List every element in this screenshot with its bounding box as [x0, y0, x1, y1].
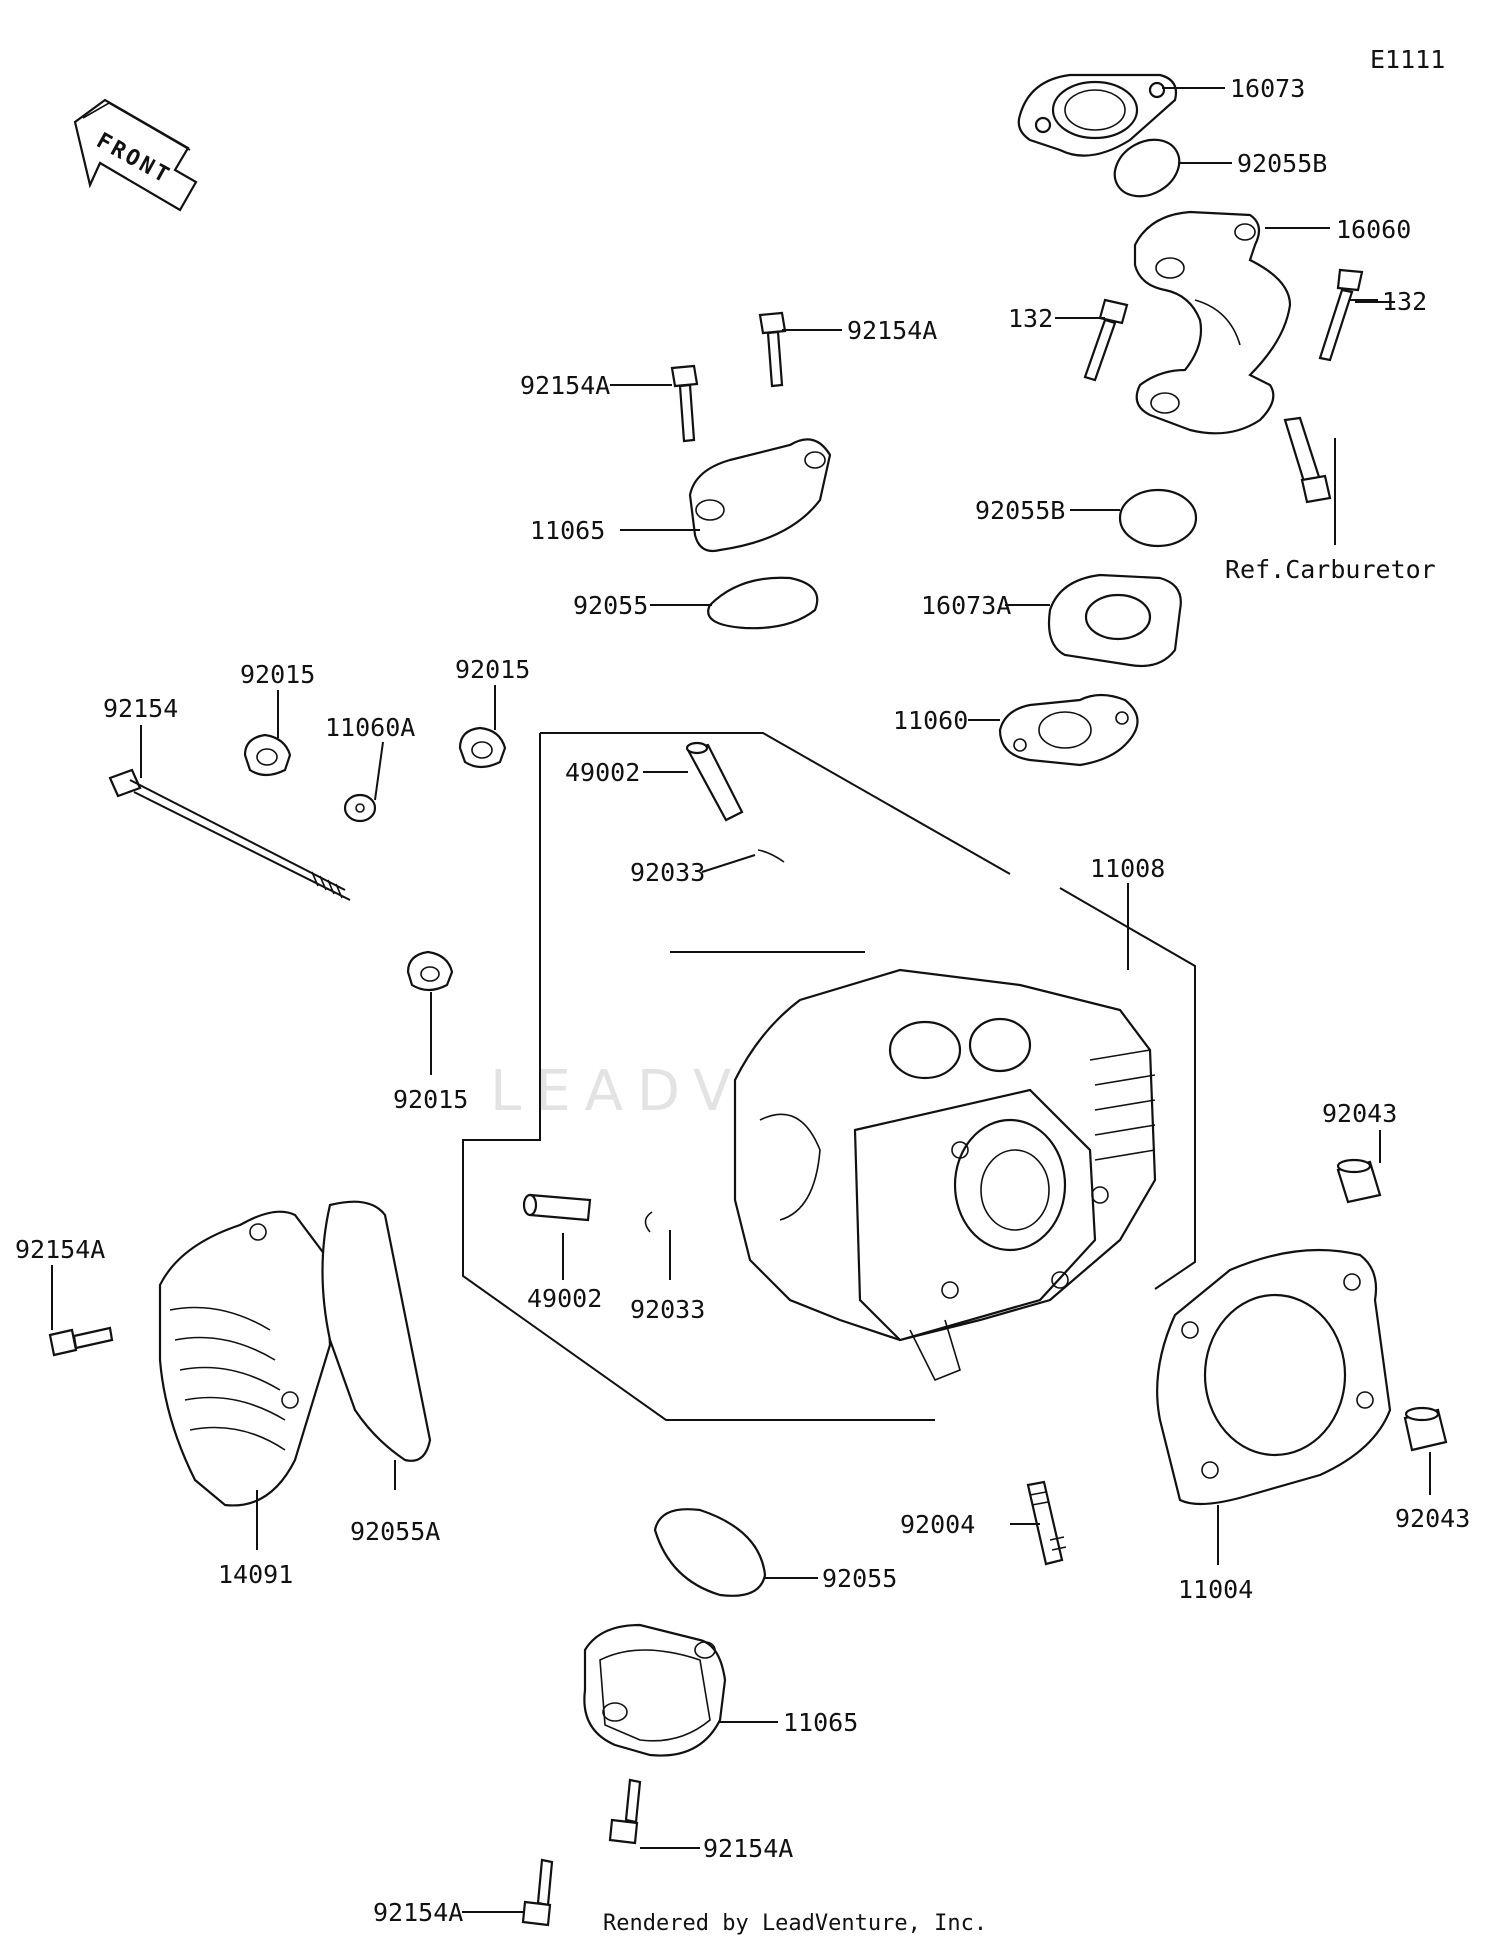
intake-pipe-16060	[1133, 210, 1292, 435]
callout-49002-bot: 49002	[527, 1284, 602, 1313]
gasket-92055A	[321, 1200, 432, 1462]
callout-16073A: 16073A	[921, 591, 1011, 620]
callout-16073: 16073	[1230, 74, 1305, 103]
callout-92015-c: 92015	[393, 1085, 468, 1114]
o-ring-92055-top	[707, 576, 819, 630]
callout-labels: 16073 92055B 16060 132 132 92154A 92154A…	[15, 74, 1470, 1927]
callout-92004: 92004	[900, 1510, 975, 1539]
callout-132-right: 132	[1382, 287, 1427, 316]
callout-92154: 92154	[103, 694, 178, 723]
bolt-92154A-top2	[758, 311, 787, 388]
bolt-92154A-bot1	[521, 1858, 554, 1927]
callout-11008: 11008	[1090, 854, 1165, 883]
cylinder-head-11008	[733, 968, 1157, 1382]
insulator-16073	[1017, 73, 1178, 157]
bolt-92154A-bot2	[608, 1778, 642, 1845]
callout-11065-top: 11065	[530, 516, 605, 545]
callout-92154A-top1: 92154A	[520, 371, 610, 400]
bolt-92154A-left	[48, 1326, 114, 1357]
nut-92015-a	[243, 733, 292, 777]
insulator-16073A	[1047, 573, 1182, 668]
callout-92055-bot: 92055	[822, 1564, 897, 1593]
nut-92015-c	[406, 950, 454, 992]
callout-14091: 14091	[218, 1560, 293, 1589]
bolt-132-right	[1318, 268, 1364, 362]
callout-92033-bot: 92033	[630, 1295, 705, 1324]
callout-92043-bot: 92043	[1395, 1504, 1470, 1533]
o-ring-92055B-top	[1113, 138, 1181, 198]
leader-lines	[51, 87, 1431, 1913]
callout-16060: 16060	[1336, 215, 1411, 244]
callout-92154A-bot1: 92154A	[373, 1898, 463, 1927]
head-cover-14091	[158, 1210, 332, 1507]
stud-92004	[1026, 1480, 1067, 1566]
dowel-92043-top	[1336, 1158, 1382, 1204]
callout-11060A: 11060A	[325, 713, 415, 742]
callout-92154A-left: 92154A	[15, 1235, 105, 1264]
tensioner-49002-bot	[522, 1193, 592, 1222]
bolt-92154A-top1	[670, 364, 699, 443]
footer-credit: Rendered by LeadVenture, Inc.	[603, 1911, 987, 1936]
bolt-132-left	[1083, 298, 1129, 382]
cap-11065-bot	[583, 1623, 727, 1757]
callout-92154A-bot2: 92154A	[703, 1834, 793, 1863]
bolt-lower-right	[1283, 416, 1332, 504]
callout-11060: 11060	[893, 706, 968, 735]
ref-carburetor: Ref.Carburetor	[1225, 555, 1436, 584]
callout-49002-top: 49002	[565, 758, 640, 787]
callout-11065-bot: 11065	[783, 1708, 858, 1737]
diagram-id: E1111	[1370, 45, 1445, 74]
cap-11065-top	[688, 438, 832, 553]
callout-92033-top: 92033	[630, 858, 705, 887]
callout-92154A-top2: 92154A	[847, 316, 937, 345]
tensioner-49002-top	[685, 741, 744, 822]
o-ring-92055-bot	[653, 1508, 767, 1597]
callout-92015-b: 92015	[455, 655, 530, 684]
washer-11060A	[343, 793, 377, 823]
stud-bolt-92154	[108, 768, 351, 901]
nut-92015-b	[458, 726, 507, 769]
clip-92033-bot	[644, 1211, 653, 1233]
callout-92055A: 92055A	[350, 1517, 440, 1546]
callout-92055B-top: 92055B	[1237, 149, 1327, 178]
front-arrow-icon: FRONT	[73, 98, 198, 212]
callout-92015-a: 92015	[240, 660, 315, 689]
gasket-11004	[1156, 1248, 1392, 1506]
callout-92043-top: 92043	[1322, 1099, 1397, 1128]
o-ring-92055B-mid	[1118, 488, 1198, 548]
clip-92033-top	[757, 849, 785, 863]
callout-132-left: 132	[1008, 304, 1053, 333]
gasket-11060	[998, 693, 1139, 767]
dowel-92043-bot	[1403, 1406, 1448, 1452]
callout-11004: 11004	[1178, 1575, 1253, 1604]
callout-92055B-mid: 92055B	[975, 496, 1065, 525]
callout-92055-top: 92055	[573, 591, 648, 620]
